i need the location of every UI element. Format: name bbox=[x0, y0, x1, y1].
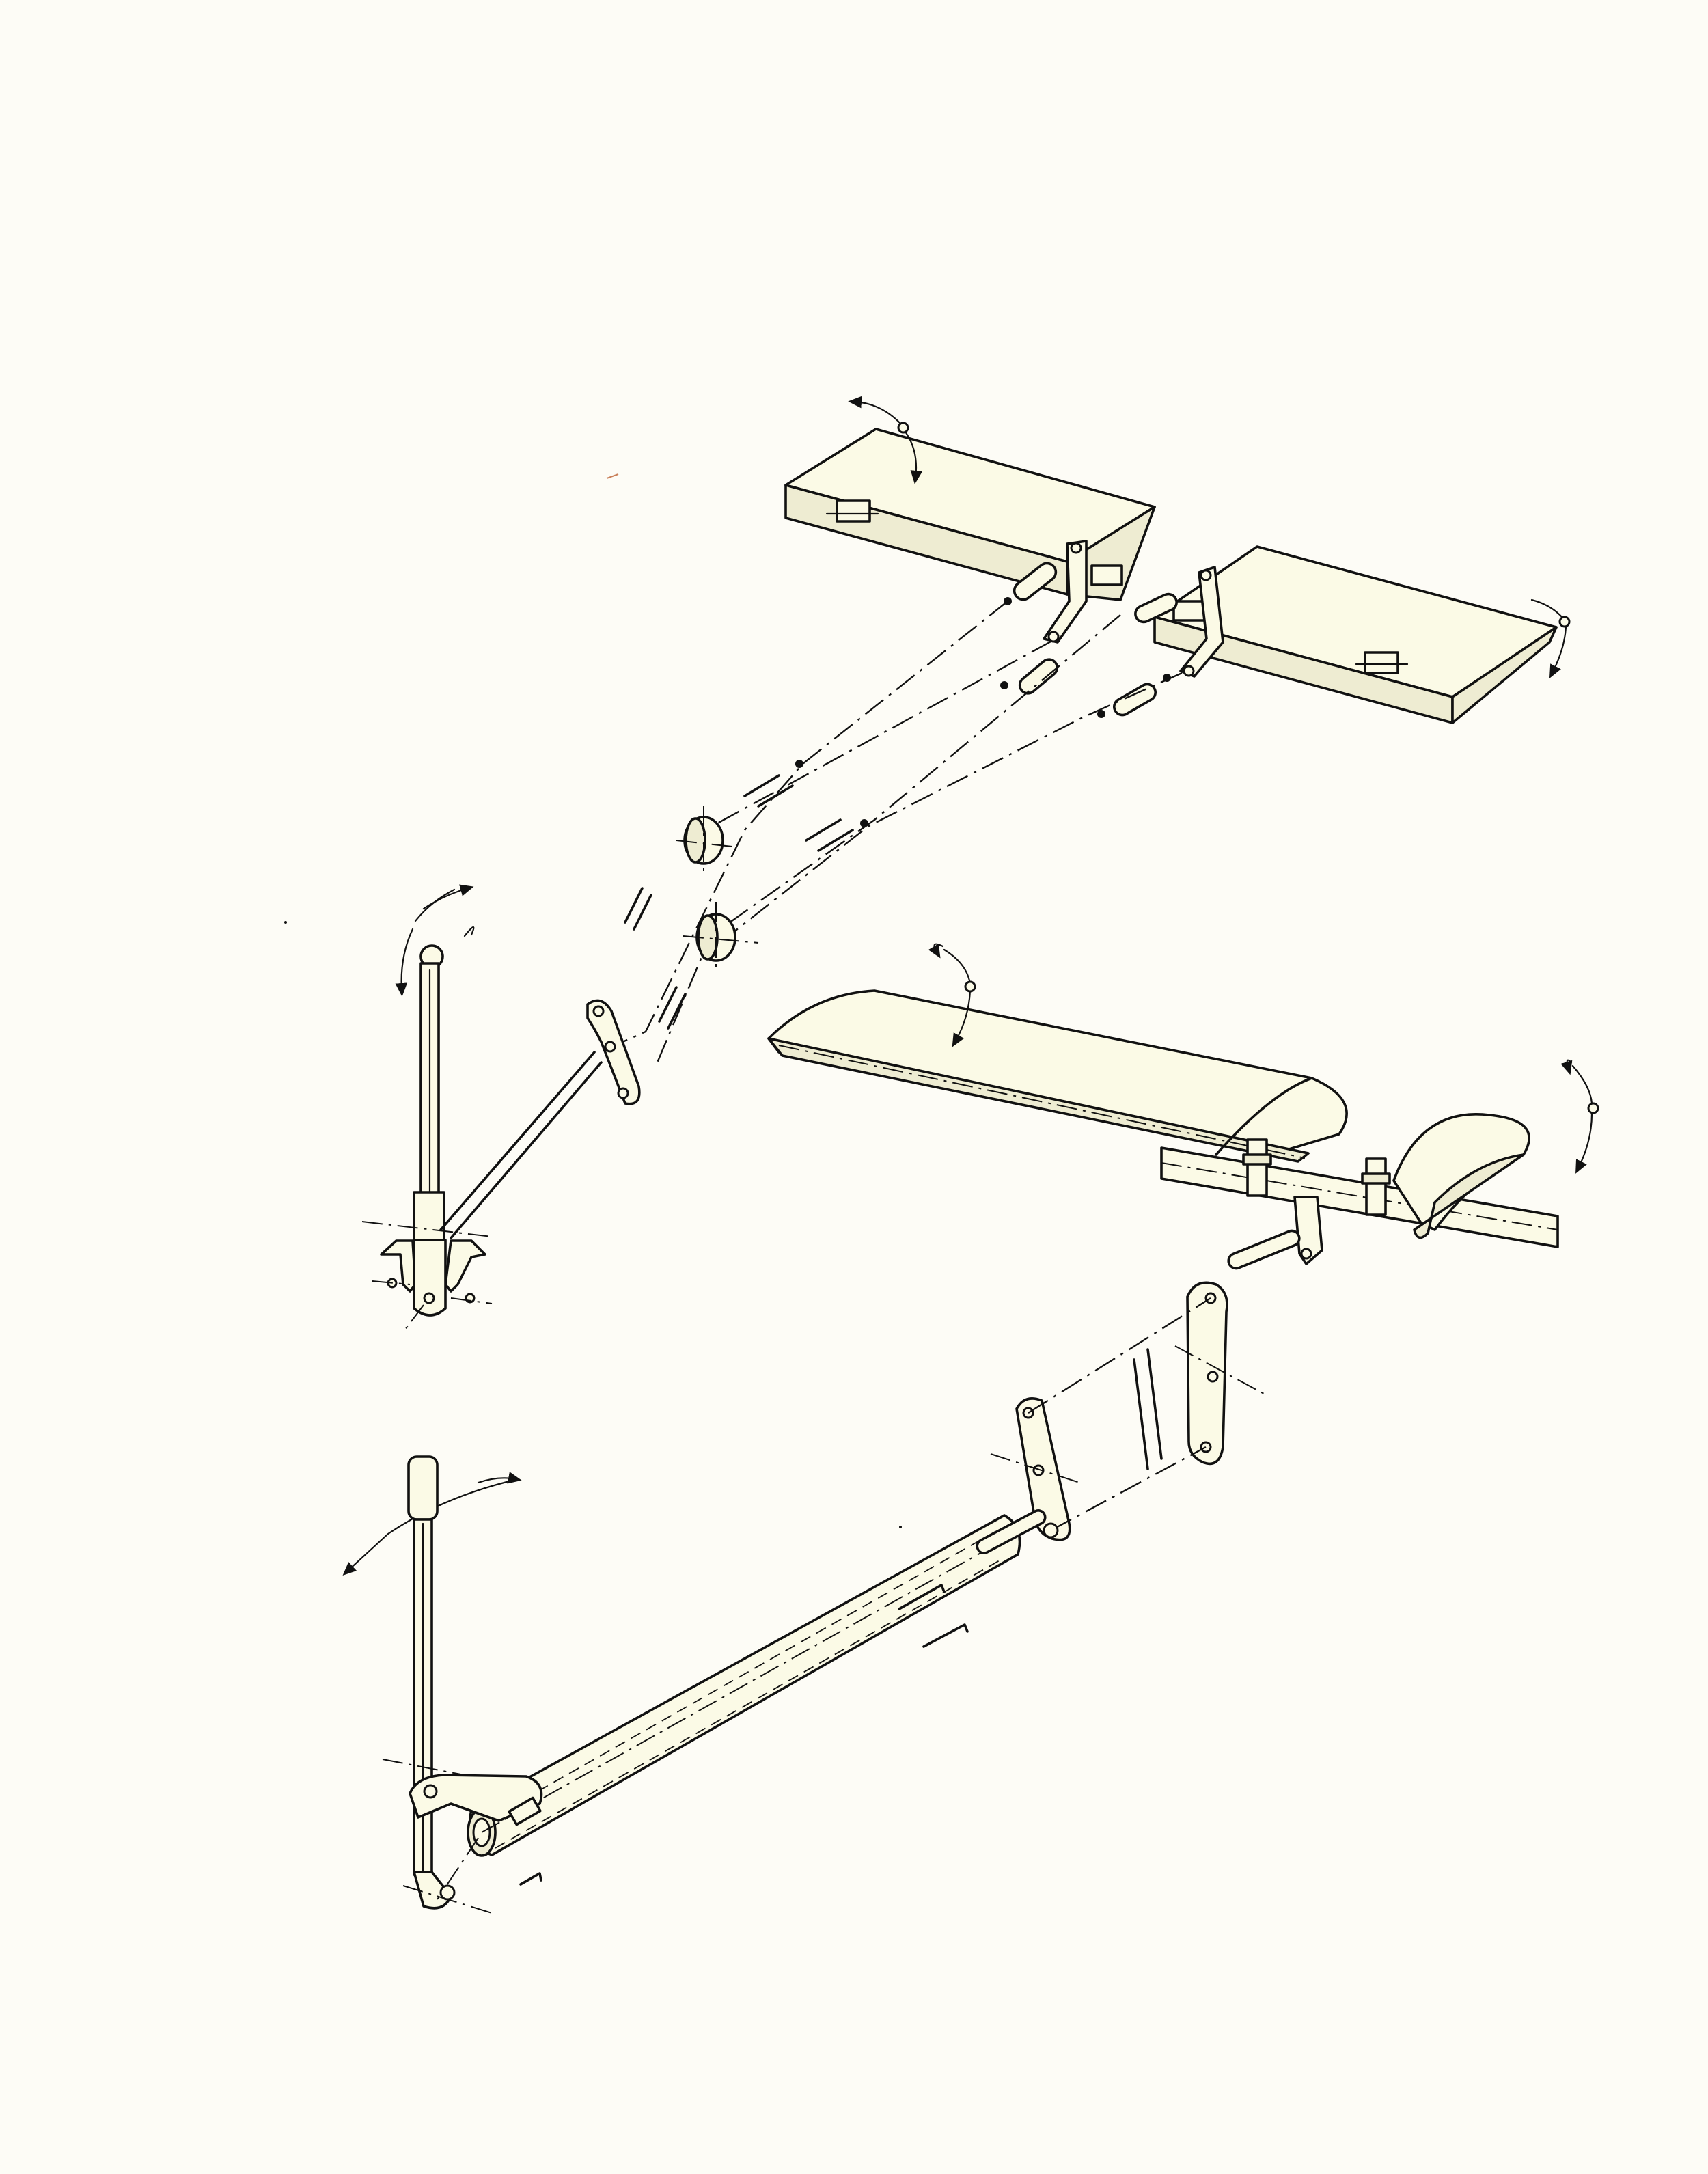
rudder-fin bbox=[1392, 1059, 1599, 1239]
rotation-arrow-icon bbox=[1575, 1112, 1593, 1174]
bellcrank-links bbox=[1028, 1297, 1211, 1532]
stray-mark bbox=[284, 921, 287, 924]
rotation-arrow-icon bbox=[342, 1478, 519, 1576]
rotation-arrow-icon bbox=[1549, 626, 1567, 678]
hinge-icon bbox=[836, 499, 871, 523]
elevator-surface bbox=[767, 943, 1348, 1163]
rotation-arrow-icon bbox=[395, 928, 414, 997]
aileron-right bbox=[1153, 545, 1571, 724]
collar-icon bbox=[1242, 1138, 1391, 1216]
rotation-arrow-icon bbox=[848, 396, 903, 426]
rotation-arrow-icon bbox=[943, 948, 972, 985]
pulley-lower bbox=[683, 902, 759, 970]
torque-tube bbox=[409, 1509, 1059, 1901]
rotation-arrow-icon bbox=[1530, 598, 1565, 620]
aileron-horn-left bbox=[1013, 540, 1088, 644]
rotation-arrow-icon bbox=[952, 989, 972, 1047]
aileron-cables bbox=[614, 597, 1183, 1067]
control-column-upper bbox=[361, 884, 641, 1333]
pulley-upper bbox=[676, 806, 739, 875]
elevator-horn bbox=[1227, 1196, 1323, 1270]
rotation-arrow-icon bbox=[904, 430, 923, 484]
rotation-arrow-icon bbox=[414, 888, 456, 922]
stray-mark bbox=[606, 473, 619, 479]
aileron-left bbox=[784, 396, 1156, 601]
hinge-icon bbox=[1090, 564, 1123, 586]
stick-grip bbox=[407, 1455, 439, 1521]
hinge-icon bbox=[1364, 651, 1399, 674]
bellcrank-upper bbox=[1174, 1281, 1265, 1466]
aileron-horn-right bbox=[1179, 566, 1224, 678]
stray-mark bbox=[899, 1526, 902, 1528]
turnbuckle-icon bbox=[1018, 592, 1178, 717]
rotation-arrow-icon bbox=[1571, 1064, 1593, 1105]
